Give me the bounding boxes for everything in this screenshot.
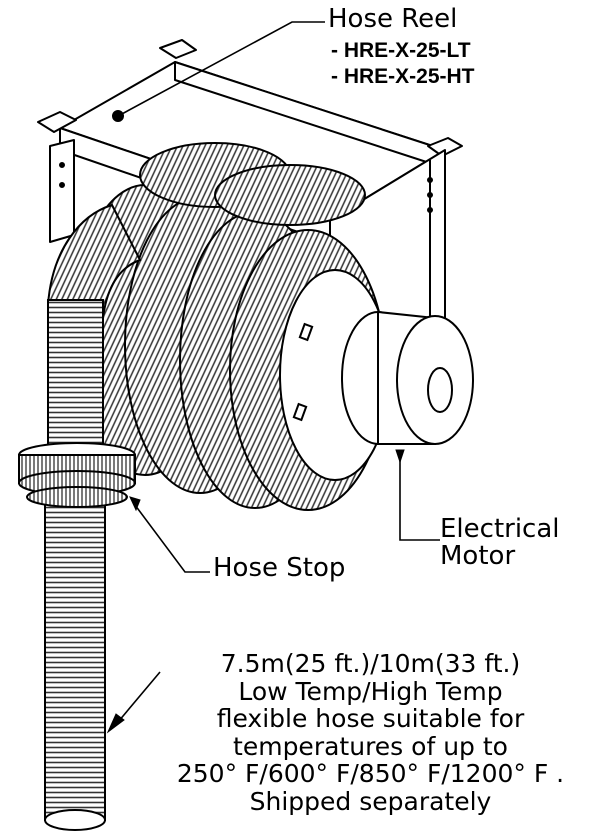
hose-reel-leader [119,21,325,116]
callout-leaders [117,21,440,723]
description-line-2: Low Temp/High Temp [238,676,503,706]
hose-length-leader [117,671,161,723]
description-line-6: Shipped separately [249,786,492,816]
electrical-motor-label: Electrical Motor [440,514,560,572]
hose-reel-title: Hose Reel [328,4,458,34]
model-lt-label: - HRE-X-25-LT [331,39,471,62]
vertical-hose [44,203,142,831]
description-line-5: 250° F/600° F/850° F/1200° F . [176,759,565,788]
hose-stop-label: Hose Stop [213,553,346,583]
motor-word: Motor [440,541,516,572]
electrical-motor-graphic [341,310,474,445]
electrical-word: Electrical [440,514,560,544]
callout-arrowheads [106,449,405,734]
model-ht-label: - HRE-X-25-HT [331,65,475,88]
hose-stop-graphic [18,442,136,508]
description-line-1: 7.5m(25 ft.)/10m(33 ft.) [220,649,521,678]
hose-stop-leader [134,504,210,573]
motor-leader [399,460,440,541]
description-line-4: temperatures of up to [233,731,508,761]
hose-description: 7.5m(25 ft.)/10m(33 ft.) Low Temp/High T… [150,650,591,815]
description-line-3: flexible hose suitable for [216,704,525,733]
